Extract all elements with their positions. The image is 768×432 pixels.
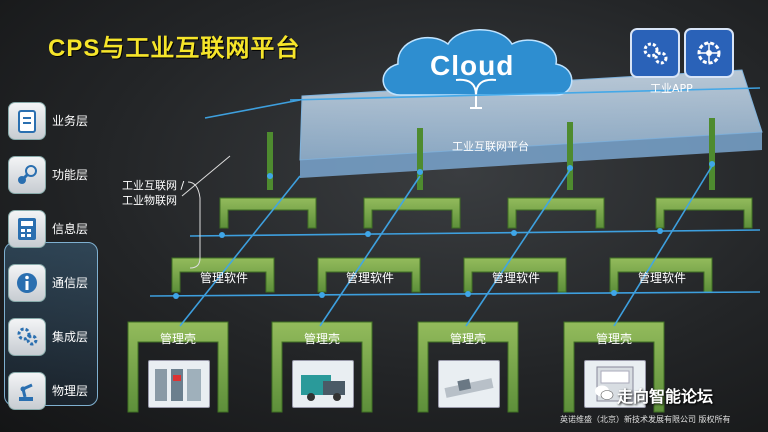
layer-column: 业务层 功能层 信息层 通信层 集成层 物理层 <box>0 92 100 410</box>
software-label: 管理软件 <box>637 271 686 285</box>
layer-label: 功能层 <box>52 168 89 182</box>
layer-item: 通信层 <box>4 260 100 306</box>
layer-label: 业务层 <box>52 114 89 128</box>
gateway-row-top <box>219 197 753 229</box>
footer-copyright: 英诺维盛（北京）新技术发展有限公司 版权所有 <box>560 415 731 424</box>
clipboard-icon <box>8 102 46 140</box>
shell-label: 管理壳 <box>303 332 340 346</box>
software-label: 管理软件 <box>491 271 540 285</box>
info-network-icon <box>8 264 46 302</box>
machine-actuator-image <box>438 360 500 408</box>
gateway-row-middle <box>171 257 713 293</box>
network-label: 工业互联网 / 工业物联网 <box>122 178 184 208</box>
shell-label: 管理壳 <box>449 332 486 346</box>
layer-label: 通信层 <box>52 276 89 290</box>
software-label: 管理软件 <box>345 271 394 285</box>
iot-bracket <box>187 181 201 269</box>
machine-enclosure-image <box>584 360 646 408</box>
layer-item: 信息层 <box>4 206 100 252</box>
machine-printer-image <box>292 360 354 408</box>
page-title: CPS与工业互联网平台 <box>48 35 301 62</box>
layer-item: 功能层 <box>4 152 100 198</box>
network-nodes <box>173 161 715 299</box>
layer-item: 物理层 <box>4 368 100 414</box>
platform-label: 工业互联网平台 <box>452 140 529 153</box>
layer-item: 集成层 <box>4 314 100 360</box>
network-lines <box>149 87 761 327</box>
cloud-shape <box>382 29 573 109</box>
gear-spokes-icon <box>684 28 734 78</box>
layer-label: 集成层 <box>52 330 89 344</box>
layer-label: 信息层 <box>52 222 89 236</box>
layer-item: 业务层 <box>4 98 100 144</box>
watermark-text: 走向智能论坛 <box>617 387 714 406</box>
gears-icon <box>630 28 680 78</box>
layer-label: 物理层 <box>52 384 89 398</box>
software-label: 管理软件 <box>199 271 248 285</box>
shell-label: 管理壳 <box>595 332 632 346</box>
robot-arm-icon <box>8 372 46 410</box>
gateway-row-bottom <box>127 321 665 413</box>
network-label-line1: 工业互联网 / <box>122 179 185 192</box>
steam-icon <box>8 156 46 194</box>
calculator-icon <box>8 210 46 248</box>
app-label: 工业APP <box>650 82 693 95</box>
gears-hand-icon <box>8 318 46 356</box>
cloud-label: Cloud <box>430 50 515 81</box>
wechat-icon <box>595 385 614 400</box>
machine-cabinet-image <box>148 360 210 408</box>
shell-label: 管理壳 <box>159 332 196 346</box>
network-label-line2: 工业物联网 <box>122 194 177 207</box>
